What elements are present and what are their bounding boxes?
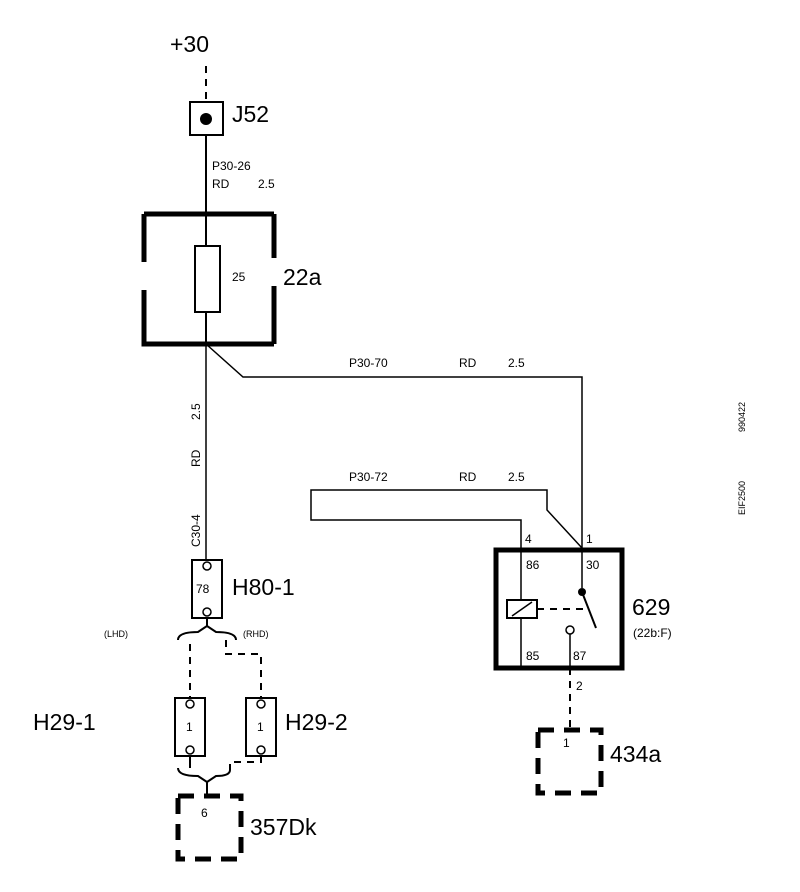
fuse-box-label: 22a [283, 264, 322, 290]
wire-p30-72-id: P30-72 [349, 470, 388, 484]
h29-1-label: H29-1 [33, 709, 96, 735]
h80-1-pin-label: 78 [196, 582, 210, 596]
357dk-label: 357Dk [250, 814, 317, 840]
connector-434a [535, 727, 604, 796]
357dk-pin-label: 6 [201, 806, 208, 820]
h29-1-pin-top [185, 699, 195, 709]
j52-terminal [200, 113, 212, 125]
wire-p30-70 [205, 343, 583, 548]
variant-brace-top [177, 624, 237, 641]
h29-2-label: H29-2 [285, 709, 348, 735]
relay-conn-2: 2 [576, 679, 583, 693]
switch-contact [581, 591, 597, 629]
relay-pin-86: 86 [526, 558, 540, 572]
h29-2-pin-bottom [256, 745, 266, 755]
h29-2-pin-label: 1 [257, 720, 264, 734]
wire-p30-70-color: RD [459, 356, 477, 370]
wire-vertical-color: RD [189, 449, 203, 467]
relay-pin-87-terminal [565, 625, 575, 635]
wire-vertical-id: C30-4 [189, 514, 203, 547]
wire-p30-26-color: RD [212, 177, 230, 191]
lhd-label: (LHD) [104, 629, 128, 639]
434a-label: 434a [610, 741, 661, 767]
fuse-25 [194, 245, 221, 313]
fuse-rating: 25 [232, 270, 246, 284]
variant-brace-bottom [177, 767, 231, 784]
relay-pin-85: 85 [526, 649, 540, 663]
relay-pin-87: 87 [573, 649, 587, 663]
wire-p30-26-size: 2.5 [258, 177, 275, 191]
h29-2-dashed-out [229, 756, 262, 770]
rhd-label: (RHD) [243, 629, 269, 639]
h29-1-pin-label: 1 [186, 720, 193, 734]
wire-p30-70-id: P30-70 [349, 356, 388, 370]
margin-code-1: 990422 [737, 402, 747, 432]
relay-629 [493, 547, 625, 671]
relay-conn-4: 4 [525, 532, 532, 546]
wire-p30-72-size: 2.5 [508, 470, 525, 484]
j52-label: J52 [232, 101, 269, 127]
connector-357dk [175, 793, 244, 862]
wire-p30-72 [310, 489, 583, 549]
relay-sublabel: (22b:F) [633, 626, 672, 640]
434a-pin-label: 1 [563, 736, 570, 750]
fuse-box-22a [141, 211, 277, 347]
h29-1-pin-bottom [185, 745, 195, 755]
margin-code-2: EIF2500 [737, 481, 747, 515]
relay-pin-30: 30 [586, 558, 600, 572]
h80-1-pin-top [202, 561, 212, 571]
supply-label: +30 [170, 31, 209, 57]
relay-conn-1: 1 [586, 532, 593, 546]
h80-1-pin-bottom [202, 607, 212, 617]
wire-vertical-size: 2.5 [189, 403, 203, 420]
rhd-dashed-wire [225, 640, 262, 698]
wire-p30-70-size: 2.5 [508, 356, 525, 370]
h29-2-pin-top [256, 699, 266, 709]
relay-label: 629 [632, 594, 670, 620]
wire-p30-26-id: P30-26 [212, 159, 251, 173]
h80-1-label: H80-1 [232, 574, 295, 600]
coil-symbol [511, 601, 533, 617]
wire-p30-72-color: RD [459, 470, 477, 484]
